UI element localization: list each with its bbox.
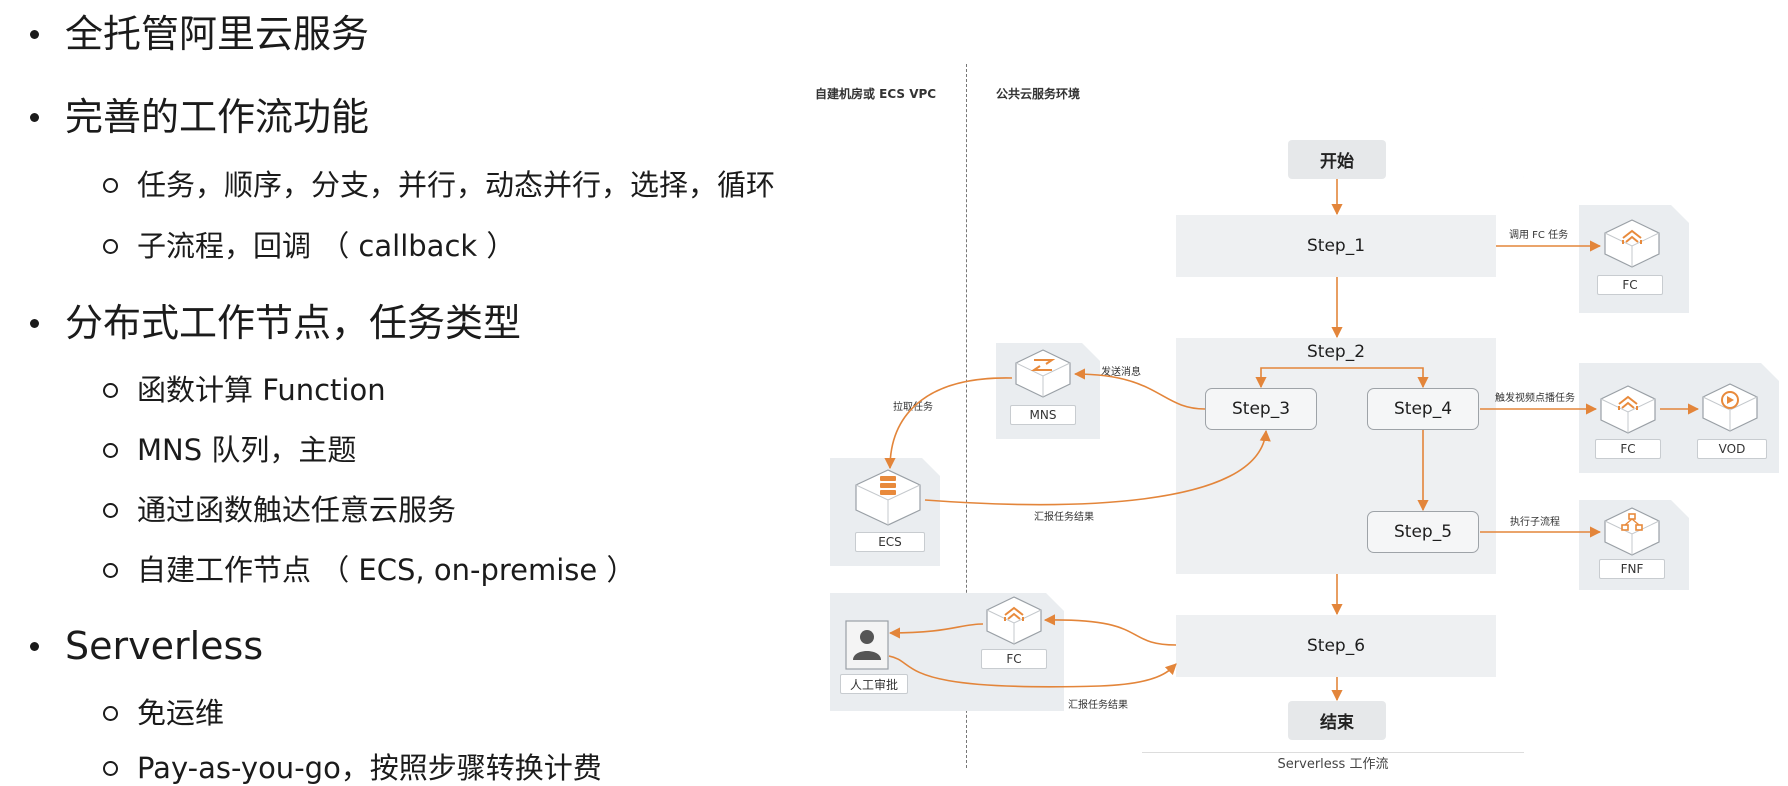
fnf-label: FNF <box>1599 559 1665 579</box>
bullet-dot <box>30 30 39 39</box>
fc-icon <box>986 596 1042 645</box>
ecs-label: ECS <box>855 532 925 552</box>
bullet-text: Serverless <box>65 624 264 668</box>
sub-bullet-circle <box>103 239 118 254</box>
arrow-step6-fc <box>1043 614 1177 646</box>
sub-bullet-text: 函数计算 Function <box>137 373 386 407</box>
bullet-text: 完善的工作流功能 <box>65 95 370 139</box>
arrow-fc-human <box>888 623 984 639</box>
sub-bullet-text: 免运维 <box>137 696 225 730</box>
fc-icon <box>1600 385 1656 434</box>
bullet-dot <box>30 113 39 122</box>
mns-label: MNS <box>1010 405 1076 425</box>
arrow-step3-mns <box>1073 368 1206 410</box>
fc-label: FC <box>1595 439 1661 459</box>
zone-label-cloud: 公共云服务环境 <box>996 87 1081 101</box>
sub-bullet-text: 任务，顺序，分支，并行，动态并行，选择，循环 <box>137 168 776 202</box>
end-node: 结束 <box>1288 701 1386 740</box>
step-6-box: Step_6 <box>1176 615 1496 677</box>
sub-bullet-circle <box>103 503 118 518</box>
sub-bullet-text: 通过函数触达任意云服务 <box>137 493 457 527</box>
connector-arrows <box>884 179 1700 702</box>
bullet-text: 全托管阿里云服务 <box>65 12 370 56</box>
step-4-box: Step_4 <box>1367 388 1479 430</box>
zone-separator <box>966 64 967 768</box>
bullet-text: 分布式工作节点，任务类型 <box>65 301 522 345</box>
human-approval-label: 人工审批 <box>840 674 908 694</box>
arrow-mns-ecs <box>884 377 1013 470</box>
start-node: 开始 <box>1288 140 1386 179</box>
sub-bullet-circle <box>103 443 118 458</box>
edge-label-report-result: 汇报任务结果 <box>1068 700 1128 711</box>
bullet-dot <box>30 319 39 328</box>
step-3-box: Step_3 <box>1205 388 1317 430</box>
arrow-step2-branch <box>1255 367 1429 389</box>
sub-bullet-text: 自建工作节点 （ ECS, on-premise ） <box>137 553 636 587</box>
fc-label: FC <box>981 649 1047 669</box>
fc-label: FC <box>1597 275 1663 295</box>
sub-bullet-text: MNS 队列，主题 <box>137 433 357 467</box>
sub-bullet-circle <box>103 178 118 193</box>
vod-icon <box>1702 383 1758 432</box>
sub-bullet-circle <box>103 383 118 398</box>
ecs-icon <box>855 469 921 526</box>
edge-label-exec-subflow: 执行子流程 <box>1510 517 1560 528</box>
fnf-icon <box>1604 507 1660 556</box>
sub-bullet-circle <box>103 563 118 578</box>
workflow-diagram: 自建机房或 ECS VPC 公共云服务环境 开始 Step_1 Step_2 S… <box>800 0 1788 778</box>
mns-icon <box>1015 349 1071 398</box>
sub-bullet-circle <box>103 761 118 776</box>
step-1-box: Step_1 <box>1176 215 1496 277</box>
user-icon <box>845 620 889 670</box>
step-5-box: Step_5 <box>1367 511 1479 553</box>
feature-list: 全托管阿里云服务 完善的工作流功能 任务，顺序，分支，并行，动态并行，选择，循环… <box>0 0 800 785</box>
arrow-human-step6 <box>888 655 1177 688</box>
sub-bullet-text: Pay-as-you-go，按照步骤转换计费 <box>137 751 602 785</box>
bullet-dot <box>30 642 39 651</box>
edge-label-report-result: 汇报任务结果 <box>1034 512 1094 523</box>
edge-label-send-message: 发送消息 <box>1101 367 1141 378</box>
arrow-ecs-step3 <box>924 429 1271 506</box>
sub-bullet-circle <box>103 706 118 721</box>
step-2-title: Step_2 <box>1306 342 1366 362</box>
zone-label-onprem: 自建机房或 ECS VPC <box>815 87 937 101</box>
fc-icon <box>1604 219 1660 268</box>
edge-label-trigger-vod: 触发视频点播任务 <box>1495 393 1575 404</box>
sub-bullet-text: 子流程，回调 （ callback ） <box>137 229 516 263</box>
vod-label: VOD <box>1697 439 1767 459</box>
edge-label-call-fc: 调用 FC 任务 <box>1509 230 1569 241</box>
